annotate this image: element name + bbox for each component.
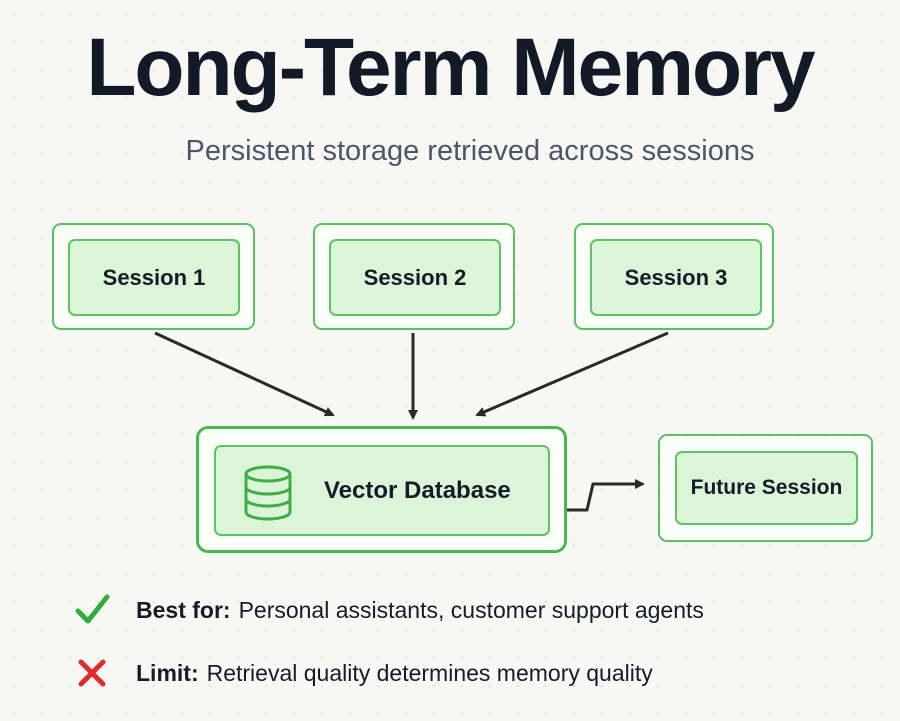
future-session-label: Future Session (675, 451, 858, 525)
session-3-box: Session 3 (574, 223, 774, 330)
x-mark-icon (78, 659, 106, 687)
vector-database-label: Vector Database (324, 476, 511, 504)
session-2-box: Session 2 (313, 223, 515, 330)
best-for-note: Best for: Personal assistants, customer … (72, 590, 704, 630)
limit-note: Limit: Retrieval quality determines memo… (72, 653, 653, 693)
best-for-text: Personal assistants, customer support ag… (238, 596, 704, 623)
session-1-label: Session 1 (68, 239, 240, 316)
arrow-db-to-future (566, 479, 645, 512)
session-1-box: Session 1 (52, 223, 255, 330)
page-title: Long-Term Memory (86, 22, 815, 113)
session-2-label: Session 2 (329, 239, 501, 316)
page-subtitle: Persistent storage retrieved across sess… (185, 135, 755, 167)
limit-text: Retrieval quality determines memory qual… (206, 659, 653, 686)
session-3-label: Session 3 (590, 239, 762, 316)
checkmark-icon (75, 594, 110, 624)
arrow-session3-to-db (475, 331, 669, 417)
future-session-box: Future Session (658, 434, 873, 542)
limit-label: Limit: (136, 659, 199, 686)
best-for-label: Best for: (136, 596, 231, 623)
vector-database-box: Vector Database (196, 426, 567, 553)
vector-database-inner: Vector Database (214, 445, 550, 536)
database-icon (244, 465, 292, 521)
arrow-session1-to-db (154, 331, 335, 417)
